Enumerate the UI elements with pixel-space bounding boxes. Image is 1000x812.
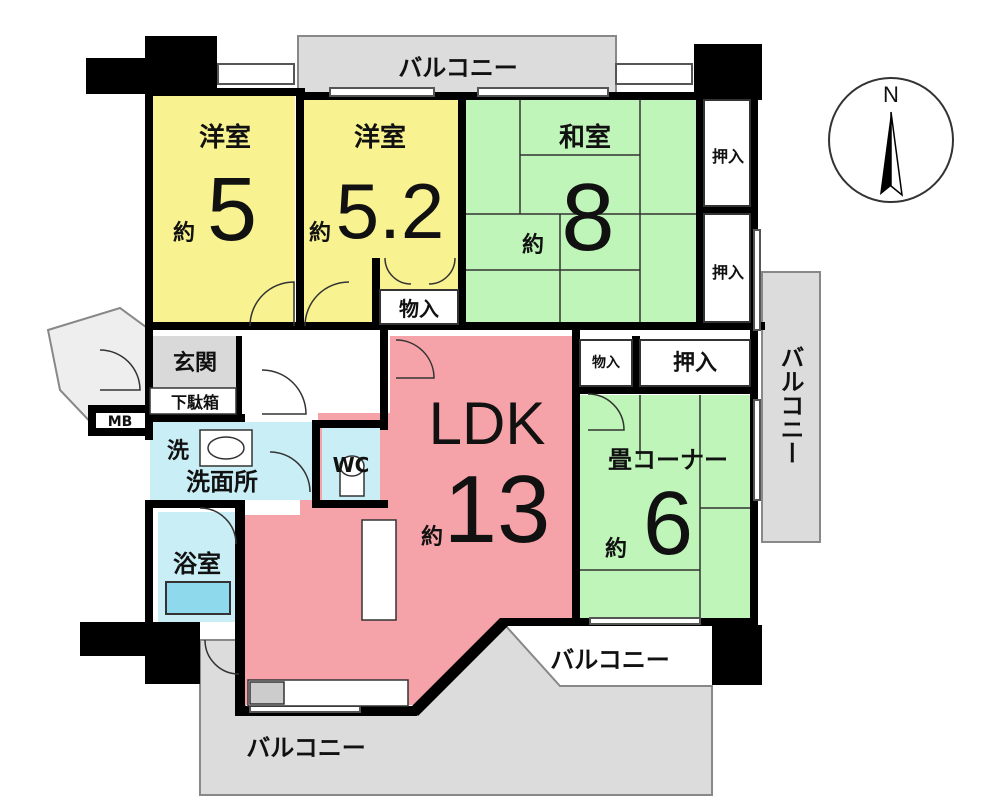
washroom-label: 洗面所 <box>186 468 258 496</box>
tatami-grid-corner <box>578 395 750 620</box>
balcony-label-bottom-left: バルコニー <box>246 734 366 762</box>
windows <box>217 63 761 713</box>
tatami-corner-prefix: 約 <box>605 536 627 562</box>
storage-label-1: 物入 <box>592 354 620 371</box>
bathroom-label: 浴室 <box>173 550 221 578</box>
western-room-1-fill <box>150 94 295 326</box>
closet-label-3: 押入 <box>673 350 717 376</box>
balcony-label-bottom-right: バルコニー <box>550 646 670 674</box>
entrance-label: 玄関 <box>173 350 217 376</box>
balcony-label-right: バルコニー <box>776 345 804 465</box>
mb-label: MB <box>108 414 133 430</box>
balcony-labels: バルコニー バルコニー バルコニー バルコニー <box>246 54 804 762</box>
western-room-1-prefix: 約 <box>173 220 195 246</box>
western-room-1-size: 5 <box>207 160 257 260</box>
room-fills <box>150 94 750 705</box>
north-arrow-icon <box>880 112 891 195</box>
tatami-grid-japanese-room <box>466 96 696 326</box>
laundry-label: 洗 <box>167 439 189 464</box>
compass-north-label: N <box>883 82 899 107</box>
room-labels: 洋室 約 5 洋室 約 5.2 和室 約 8 LDK 約 13 畳コーナー 約 … <box>173 122 728 574</box>
ldk-prefix: 約 <box>421 524 443 550</box>
closet-label-1: 押入 <box>712 147 744 166</box>
toilet-label: WC <box>333 453 370 477</box>
ldk-size: 13 <box>444 456 551 563</box>
balcony-top <box>297 35 617 95</box>
stove-burners <box>249 681 285 705</box>
japanese-room-name: 和室 <box>559 122 611 153</box>
tatami-corner-size: 6 <box>643 474 693 574</box>
shoe-box-label: 下駄箱 <box>171 393 219 412</box>
closets <box>96 99 751 428</box>
storage-label-2: 物入 <box>399 297 439 321</box>
western-room-2-prefix: 約 <box>309 220 331 246</box>
balcony-right <box>761 271 821 543</box>
washbasin-bowl <box>207 436 245 460</box>
kitchen-counter <box>361 519 397 621</box>
balcony-label-top: バルコニー <box>398 54 518 82</box>
ldk-name: LDK <box>429 390 546 457</box>
western-room-2-size: 5.2 <box>336 167 444 255</box>
western-room-2-name: 洋室 <box>354 122 406 153</box>
japanese-room-size: 8 <box>561 164 614 271</box>
door-swings <box>99 257 625 675</box>
japanese-room-prefix: 約 <box>522 232 544 258</box>
tatami-corner-name: 畳コーナー <box>608 446 728 474</box>
closet-label-2: 押入 <box>712 263 744 282</box>
western-room-1-name: 洋室 <box>199 122 251 153</box>
japanese-room-fill <box>466 96 696 326</box>
fixtures <box>199 429 409 707</box>
compass: N <box>828 77 954 203</box>
balconies <box>46 35 821 796</box>
toilet-seat <box>339 455 365 477</box>
minor-labels: 押入 押入 押入 物入 物入 玄関 下駄箱 MB 洗 洗面所 WC 浴室 <box>108 147 744 578</box>
bath-tub <box>165 581 231 615</box>
